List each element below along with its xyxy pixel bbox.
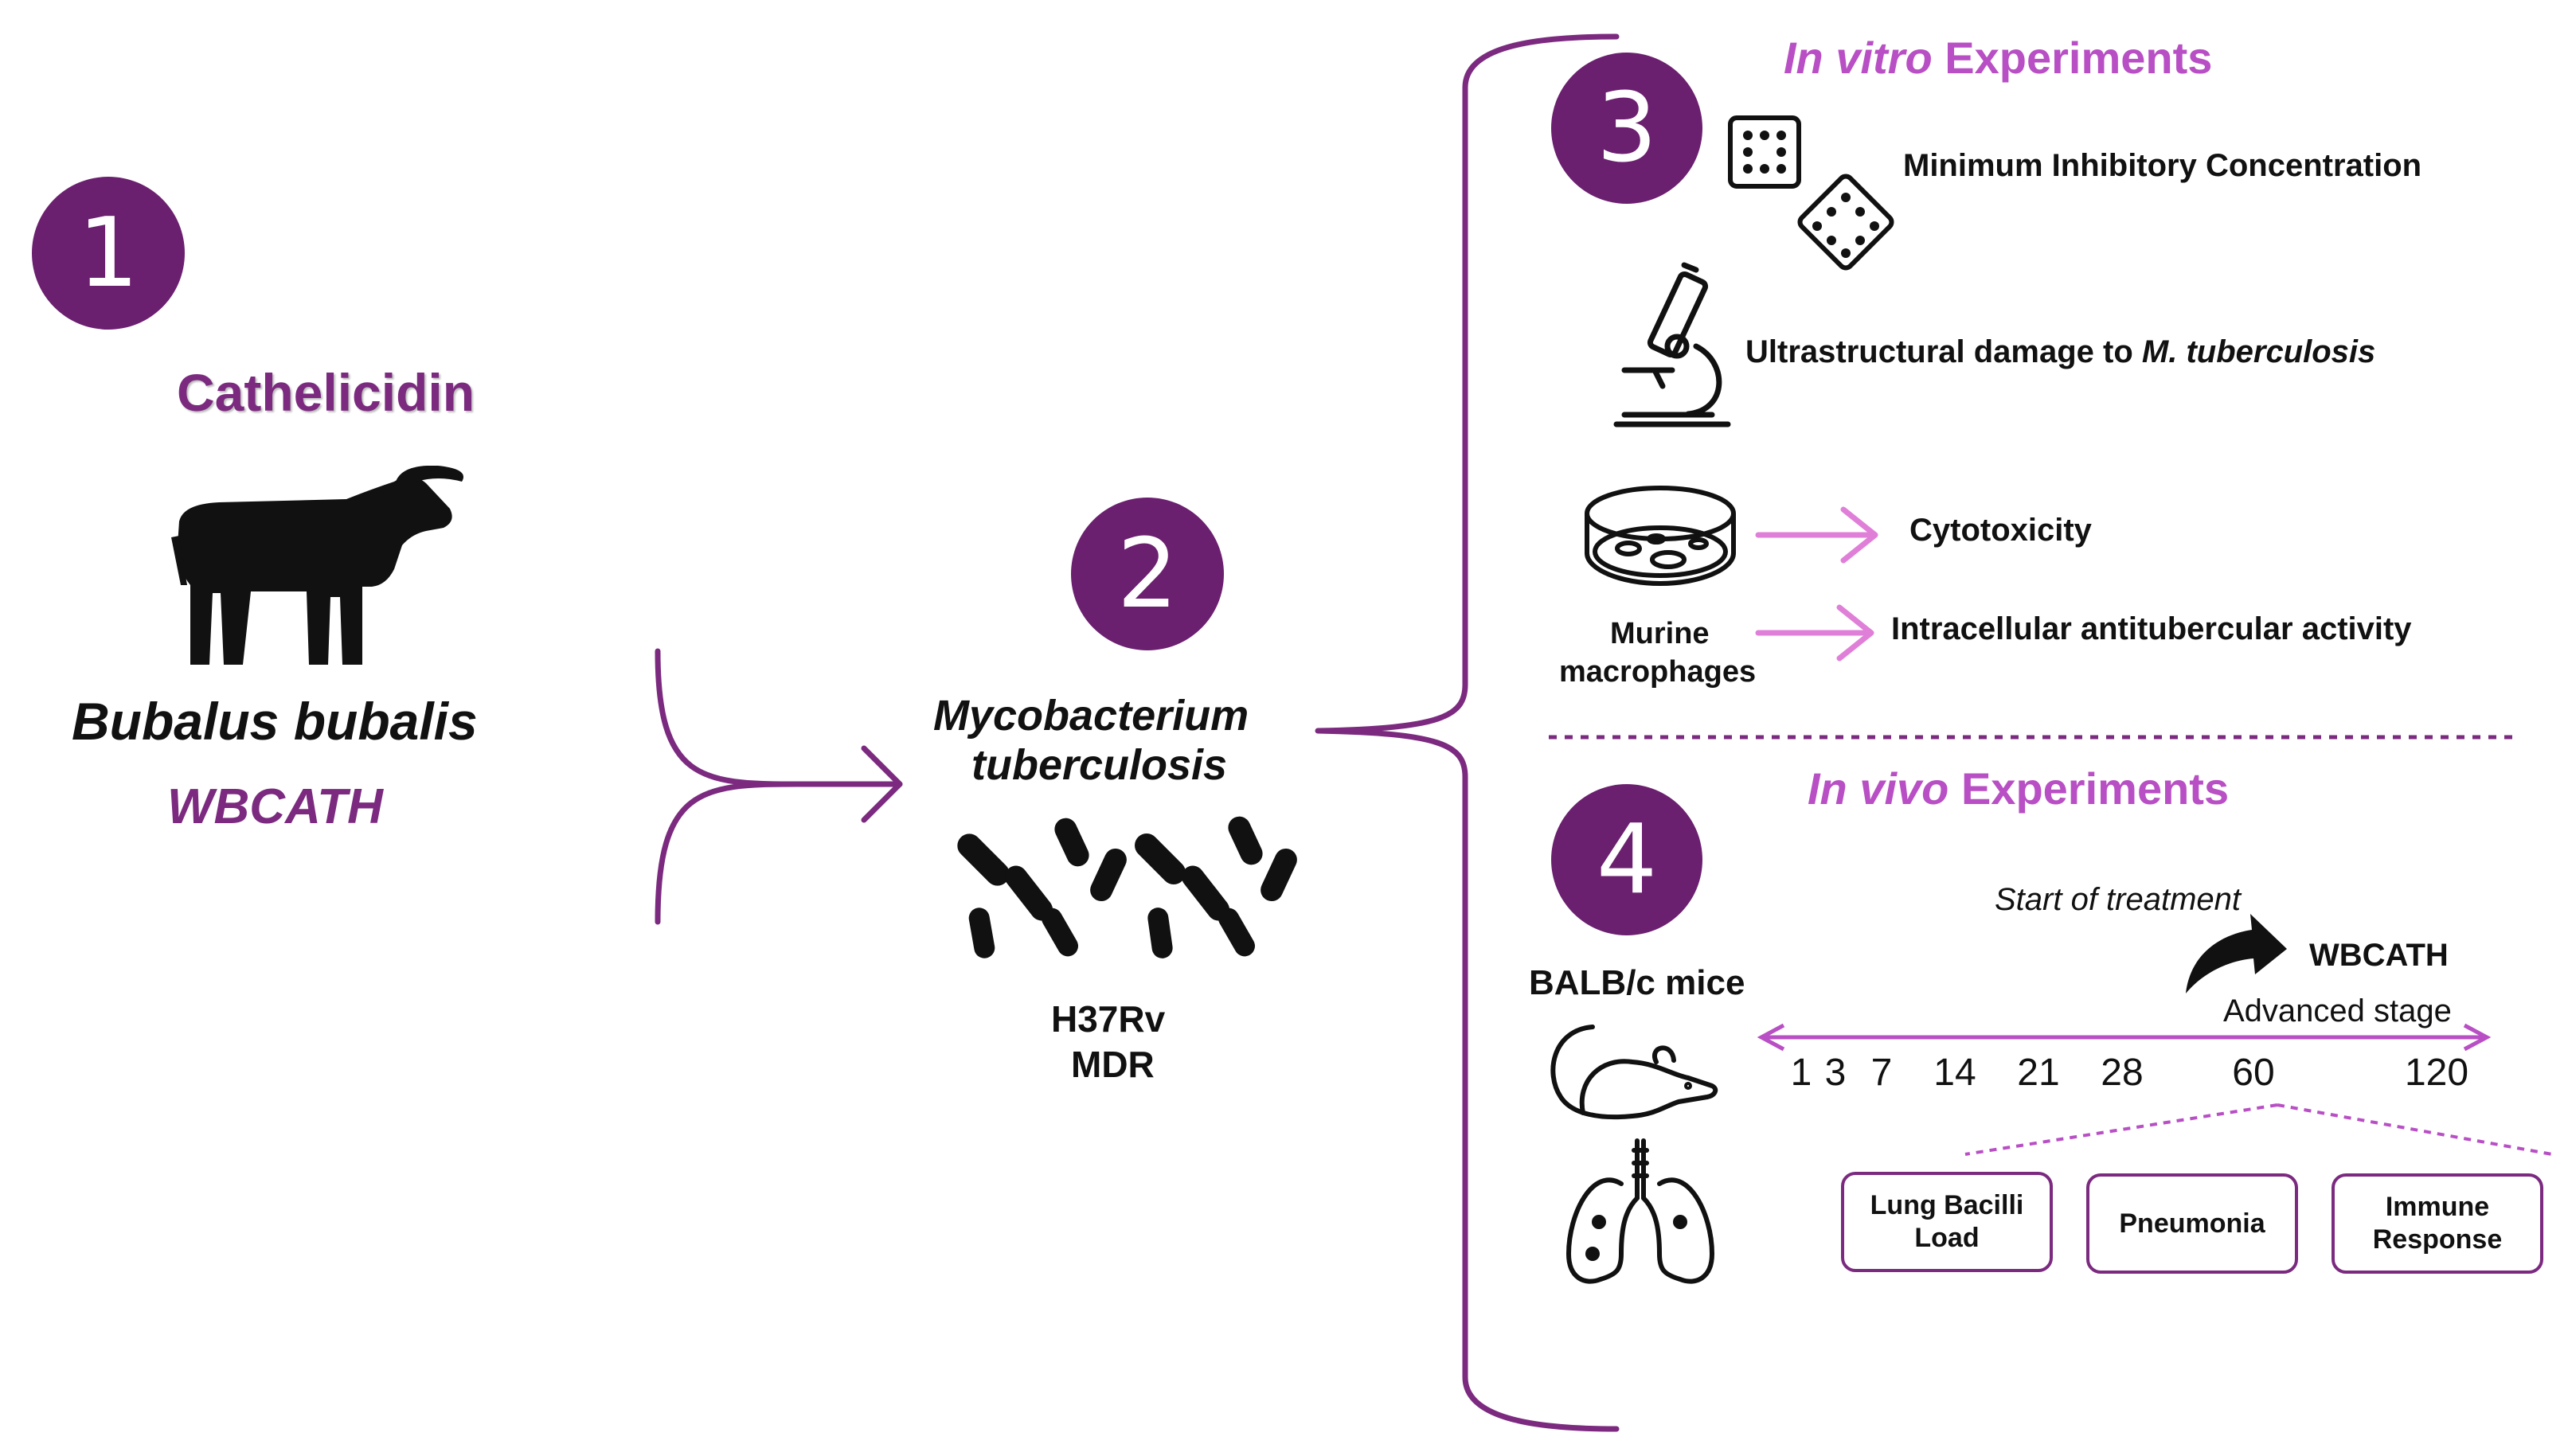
organism-line-1: Mycobacterium [933, 692, 1249, 740]
ultrastructural-organism: M. tuberculosis [2141, 334, 2376, 369]
step-2-badge: 2 [1071, 498, 1224, 650]
timeline-day: 3 [1824, 1052, 1847, 1094]
step-4-number: 4 [1596, 804, 1658, 915]
merge-arrow [655, 648, 903, 925]
in-vitro-title-italic: In vitro [1784, 33, 1933, 83]
timeline-day: 28 [2101, 1052, 2144, 1094]
outcome-line-2: Response [2372, 1224, 2503, 1255]
cathelicidin-title: Cathelicidin [177, 363, 475, 422]
ultrastructural-label: Ultrastructural damage to M. tuberculosi… [1745, 334, 2375, 370]
outcome-line-1: Lung Bacilli [1870, 1190, 2024, 1221]
outcome-line-1: Pneumonia [2119, 1208, 2265, 1239]
timeline-right-head [2463, 1023, 2492, 1052]
in-vitro-title: In vitro Experiments [1784, 32, 2212, 84]
timeline-day: 60 [2232, 1052, 2275, 1094]
expand-line-left [1964, 1103, 2278, 1156]
outcome-pneumonia: Pneumonia [2086, 1173, 2298, 1274]
timeline-day: 1 [1790, 1052, 1812, 1094]
step-4-badge: 4 [1551, 784, 1702, 935]
cytotoxicity-arrow [1755, 506, 1878, 564]
step-1-badge: 1 [32, 177, 185, 330]
step-3-number: 3 [1596, 72, 1658, 184]
timeline-day: 21 [2017, 1052, 2060, 1094]
buffalo-icon [171, 466, 463, 665]
peptide-name: WBCATH [167, 779, 383, 834]
step-3-badge: 3 [1551, 53, 1702, 204]
in-vivo-title: In vivo Experiments [1808, 763, 2229, 814]
treatment-arrow [2186, 914, 2287, 993]
species-name: Bubalus bubalis [72, 692, 478, 751]
cytotoxicity-label: Cytotoxicity [1909, 513, 2092, 548]
in-vivo-title-rest: Experiments [1948, 763, 2230, 814]
microplate-icon [1728, 115, 1894, 271]
in-vivo-title-italic: In vivo [1808, 763, 1949, 814]
intracellular-arrow [1755, 604, 1874, 662]
macrophages-line-2: macrophages [1559, 655, 1757, 689]
mic-label: Minimum Inhibitory Concentration [1903, 148, 2422, 183]
petri-dish-icon [1585, 486, 1736, 587]
microscope-icon [1613, 262, 1731, 427]
step-1-number: 1 [77, 197, 139, 309]
mouse-icon [1550, 1025, 1718, 1120]
macrophages-line-1: Murine [1610, 617, 1710, 650]
lungs-icon [1566, 1138, 1714, 1284]
timeline-day: 14 [1933, 1052, 1976, 1094]
outcome-line-2: Load [1914, 1223, 1980, 1253]
timeline-day: 120 [2404, 1052, 2469, 1094]
step-2-number: 2 [1116, 518, 1178, 630]
strain-mdr: MDR [1071, 1044, 1155, 1085]
timeline-day: 7 [1870, 1052, 1893, 1094]
advanced-stage-label: Advanced stage [2223, 993, 2452, 1029]
treatment-label: WBCATH [2309, 938, 2449, 973]
strain-h37rv: H37Rv [1051, 998, 1166, 1040]
bacilli-icon [957, 816, 1297, 958]
merge-arrow-head [861, 745, 903, 823]
start-of-treatment-label: Start of treatment [1995, 882, 2242, 917]
curly-bracket [1315, 33, 1620, 1432]
ultrastructural-prefix: Ultrastructural damage to [1745, 334, 2142, 369]
in-vitro-title-rest: Experiments [1932, 33, 2213, 83]
mice-label: BALB/c mice [1529, 963, 1745, 1002]
timeline-left-head [1757, 1023, 1785, 1052]
expand-line-right [2277, 1103, 2553, 1156]
organism-line-2: tuberculosis [971, 741, 1228, 789]
outcome-line-1: Immune [2385, 1192, 2490, 1223]
intracellular-label: Intracellular antitubercular activity [1891, 611, 2412, 646]
